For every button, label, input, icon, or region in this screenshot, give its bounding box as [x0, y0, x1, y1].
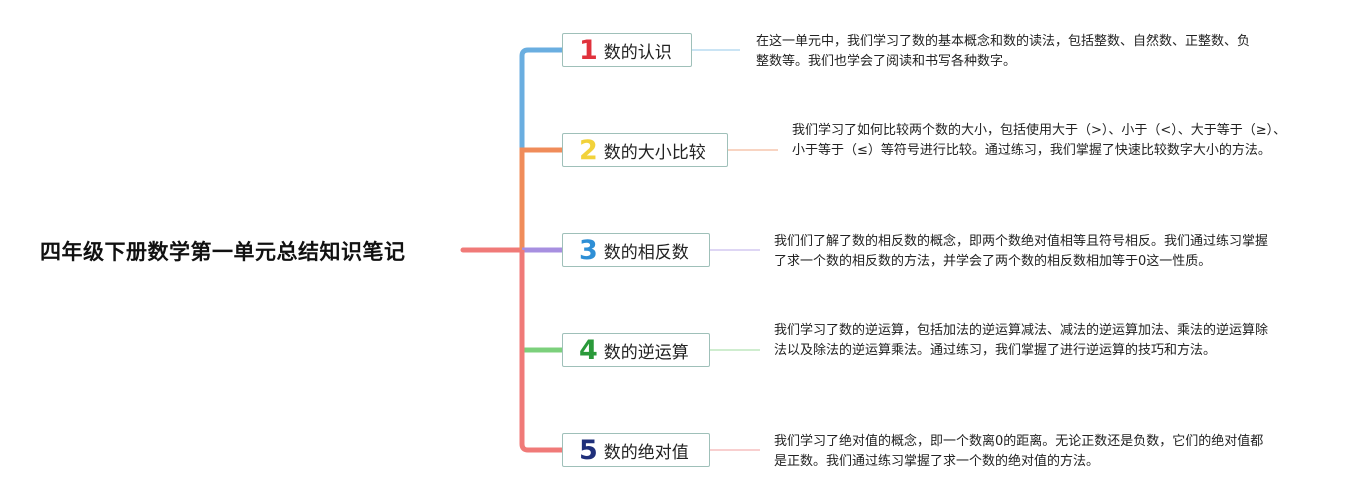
topic-node-3[interactable]: 3 数的相反数 — [562, 233, 710, 267]
topic-label-4: 数的逆运算 — [603, 342, 689, 363]
topic-number-2: 2 — [579, 134, 598, 166]
topic-node-2[interactable]: 2 数的大小比较 — [562, 133, 728, 167]
topic-number-3: 3 — [579, 234, 598, 266]
trunk-segment-2 — [519, 147, 563, 250]
topic-description-5: 我们学习了绝对值的概念，即一个数离0的距离。无论正数还是负数，它们的绝对值都是正… — [774, 434, 1264, 469]
topic-number-1: 1 — [579, 34, 598, 66]
topic-description-2: 我们学习了如何比较两个数的大小，包括使用大于（>）、小于（<）、大于等于（≥）、… — [792, 123, 1287, 158]
topic-node-4[interactable]: 4 数的逆运算 — [562, 333, 710, 367]
topic-number-4: 4 — [579, 334, 598, 366]
root-title: 四年级下册数学第一单元总结知识笔记 — [40, 240, 406, 264]
topic-description-4: 我们学习了数的逆运算，包括加法的逆运算减法、减法的逆运算加法、乘法的逆运算除法以… — [774, 323, 1269, 358]
topic-label-3: 数的相反数 — [603, 242, 689, 263]
topic-node-5[interactable]: 5 数的绝对值 — [562, 433, 710, 467]
topic-number-5: 5 — [579, 434, 598, 466]
trunk-segment-5 — [519, 250, 563, 453]
topic-label-1: 数的认识 — [603, 42, 672, 63]
topic-description-1: 在这一单元中，我们学习了数的基本概念和数的读法，包括整数、自然数、正整数、负整数… — [756, 34, 1251, 69]
trunk-segment-1 — [519, 47, 563, 250]
topic-label-2: 数的大小比较 — [603, 142, 706, 163]
topic-description-3: 我们们了解了数的相反数的概念，即两个数绝对值相等且符号相反。我们通过练习掌握了求… — [774, 234, 1269, 269]
topic-label-5: 数的绝对值 — [603, 442, 689, 463]
topic-node-1[interactable]: 1 数的认识 — [562, 33, 692, 67]
trunk-segment-4 — [519, 250, 563, 353]
